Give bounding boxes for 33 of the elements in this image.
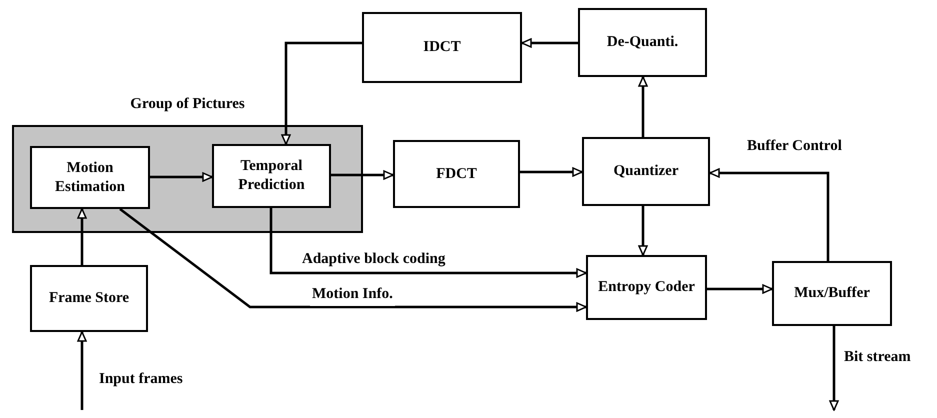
arrow xyxy=(119,208,587,312)
process-box xyxy=(393,140,520,208)
box-label: IDCT xyxy=(422,38,462,57)
box-label: Entropy Coder xyxy=(597,278,696,297)
box-label: Frame Store xyxy=(48,289,130,308)
process-box xyxy=(212,144,331,208)
arrow xyxy=(331,170,394,180)
arrow xyxy=(707,284,773,294)
box-label: Temporal Prediction xyxy=(237,157,306,195)
process-box xyxy=(586,255,707,320)
process-box xyxy=(30,146,150,209)
arrow xyxy=(270,208,587,278)
group-heading: Group of Pictures xyxy=(130,95,245,114)
arrow xyxy=(638,76,648,137)
process-box xyxy=(30,265,148,332)
process-box xyxy=(582,137,710,206)
box-label: Motion Estimation xyxy=(54,158,126,196)
arrow xyxy=(77,331,87,410)
process-box xyxy=(772,261,892,326)
arrow xyxy=(281,42,362,145)
box-label: Quantizer xyxy=(612,162,680,181)
process-box xyxy=(362,12,522,83)
arrow xyxy=(520,167,583,177)
process-box xyxy=(578,8,707,77)
arrow xyxy=(829,326,839,411)
box-label: Mux/Buffer xyxy=(793,284,871,303)
box-label: FDCT xyxy=(435,164,478,184)
arrow xyxy=(521,38,578,48)
arrow xyxy=(709,168,830,261)
arrow xyxy=(150,172,213,182)
box-label: De-Quanti. xyxy=(606,33,680,52)
arrow xyxy=(77,208,87,265)
arrow xyxy=(638,206,648,256)
